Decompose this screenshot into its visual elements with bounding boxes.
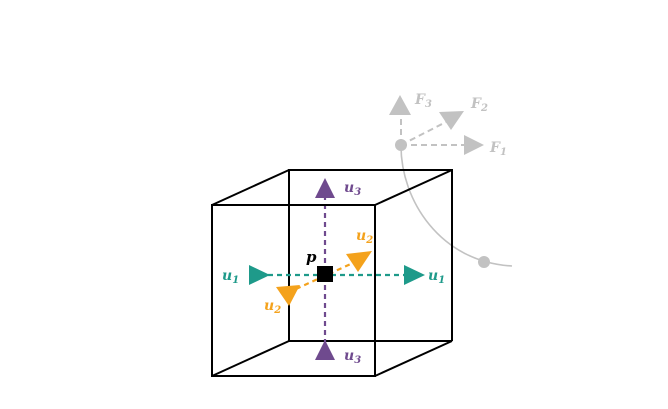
u1-left-label: u1 (222, 268, 239, 286)
cube-bottom-left-depth-edge (211, 340, 290, 377)
cube-front-face (211, 204, 376, 377)
cube-top-right-depth-edge (374, 169, 453, 206)
cube (211, 169, 453, 377)
u2-upper-arrow-head (346, 251, 372, 272)
curve (400, 145, 513, 267)
arrow-heads (249, 178, 425, 360)
u3-bottom-label: u3 (344, 348, 361, 366)
frame-origin-point (395, 139, 407, 151)
u2-upper-label: u2 (356, 228, 373, 246)
u1-right-label: u1 (428, 268, 445, 286)
point-p-label: p (306, 248, 317, 266)
curve-frame: F3 F2 F1 (389, 92, 513, 268)
u1-right-arrow-head (404, 265, 425, 285)
cube-top-left-depth-edge (211, 169, 290, 206)
u3-bottom-arrow-head (315, 340, 335, 360)
u1-left-arrow-head (249, 265, 270, 285)
u3-top-label: u3 (344, 180, 361, 198)
f1-arrow-head (464, 135, 484, 155)
u2-dashed-line (295, 260, 356, 291)
f1-label: F1 (489, 140, 507, 158)
f2-arrow-head (439, 111, 464, 130)
cube-bottom-right-depth-edge (374, 340, 453, 377)
f2-label: F2 (470, 96, 488, 114)
f3-arrow-head (389, 95, 411, 115)
f3-label: F3 (414, 92, 432, 110)
cube-back-face (288, 169, 453, 341)
u3-top-arrow-head (315, 178, 335, 198)
curve-end-point (478, 256, 490, 268)
u2-lower-arrow-head (276, 285, 300, 306)
point-p-marker (317, 266, 333, 282)
f2-arrow-line (400, 121, 447, 146)
u2-lower-label: u2 (264, 298, 281, 316)
cube-front (211, 169, 453, 377)
